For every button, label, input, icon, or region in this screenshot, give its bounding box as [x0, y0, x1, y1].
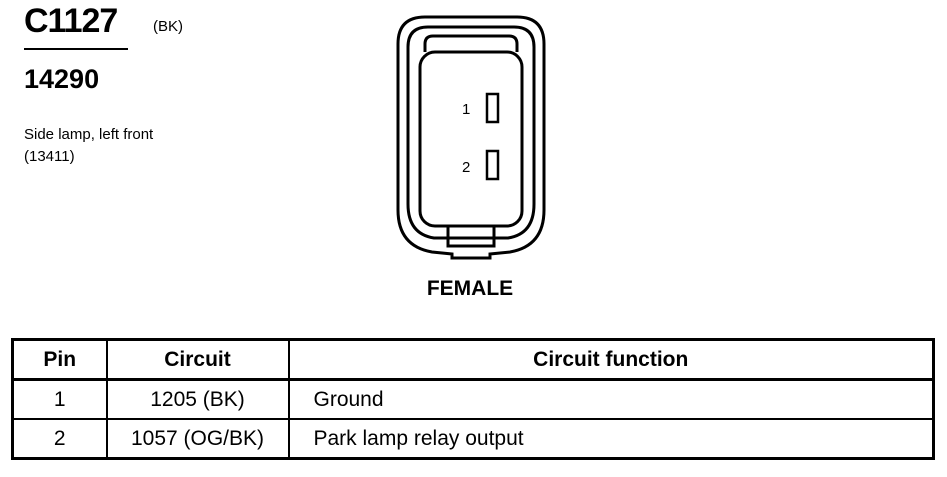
- description-line-1: Side lamp, left front: [24, 126, 154, 143]
- table-row: 1 1205 (BK) Ground: [11, 378, 935, 420]
- pinout-header-row: Pin Circuit Circuit function: [11, 338, 935, 381]
- cell-circuit: 1205 (BK): [105, 378, 290, 420]
- cell-pin: 2: [11, 418, 108, 460]
- pin-1-cavity: [485, 92, 500, 124]
- connector-face-diagram: 1 2: [396, 15, 546, 260]
- pin-2-label: 2: [462, 159, 470, 176]
- connector-description: Side lamp, left front (13411): [24, 124, 153, 168]
- connector-color: (BK): [153, 18, 183, 35]
- connector-id-underline: [24, 48, 128, 50]
- pin-1-label: 1: [462, 101, 470, 118]
- header-circuit-function: Circuit function: [287, 338, 935, 381]
- connector-outer-housing: [396, 15, 546, 260]
- pinout-table: Pin Circuit Circuit function 1 1205 (BK)…: [11, 338, 935, 460]
- description-line-2: (13411): [24, 148, 75, 165]
- table-row: 2 1057 (OG/BK) Park lamp relay output: [11, 418, 935, 460]
- connector-id: C1127: [24, 2, 118, 40]
- cell-pin: 1: [11, 378, 108, 420]
- header-circuit: Circuit: [105, 338, 290, 381]
- cell-circuit-function: Ground: [287, 378, 935, 420]
- pin-2-cavity: [485, 149, 500, 181]
- part-number: 14290: [24, 64, 100, 94]
- connector-lock-tab: [423, 34, 519, 52]
- cell-circuit: 1057 (OG/BK): [105, 418, 290, 460]
- connector-key-tab: [446, 226, 496, 248]
- connector-mating-face: [418, 50, 524, 228]
- header-pin: Pin: [11, 338, 108, 381]
- connector-inner-housing: [406, 25, 536, 240]
- connector-gender-label: FEMALE: [426, 277, 514, 300]
- cell-circuit-function: Park lamp relay output: [287, 418, 935, 460]
